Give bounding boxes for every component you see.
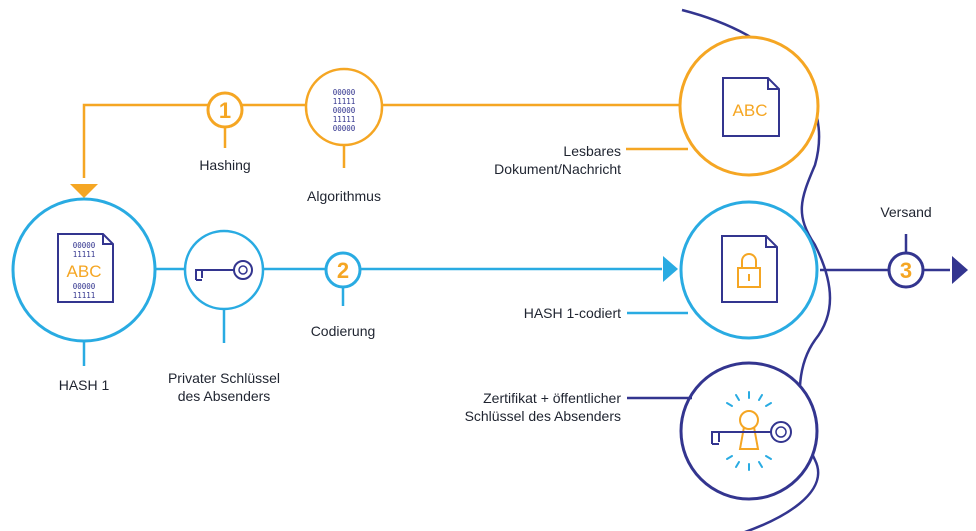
hash1-label: HASH 1 — [59, 377, 110, 393]
lesbares-label-line1: Lesbares — [563, 143, 621, 159]
svg-text:ABC: ABC — [733, 101, 768, 120]
svg-text:11111: 11111 — [333, 115, 356, 124]
step-1-badge: 1 — [206, 91, 244, 129]
svg-text:00000: 00000 — [333, 88, 356, 97]
binary-grid-icon: 00000 11111 00000 11111 00000 — [304, 67, 384, 147]
document-abc-icon: ABC — [678, 35, 820, 177]
key-with-keyhole-icon — [679, 361, 819, 501]
navy-arrow-head — [952, 256, 968, 284]
key-icon — [183, 229, 265, 311]
step-3-badge: 3 — [887, 251, 925, 289]
svg-text:ABC: ABC — [67, 262, 102, 281]
hash-document-icon: 00000 11111 ABC 00000 11111 — [11, 197, 157, 343]
zertifikat-label-line2: Schlüssel des Absenders — [465, 408, 621, 424]
step-1-number: 1 — [219, 98, 231, 123]
step-3-number: 3 — [900, 258, 912, 283]
svg-text:00000: 00000 — [73, 282, 96, 291]
hash1-codiert-label: HASH 1-codiert — [524, 305, 621, 321]
svg-text:00000: 00000 — [333, 124, 356, 133]
svg-text:11111: 11111 — [333, 97, 356, 106]
locked-document-icon — [679, 200, 819, 340]
algorithmus-label: Algorithmus — [307, 188, 381, 204]
versand-label: Versand — [880, 204, 931, 220]
svg-text:00000: 00000 — [73, 241, 96, 250]
hashing-label: Hashing — [199, 157, 250, 173]
orange-arrow-head — [70, 184, 98, 198]
privater-label-line2: des Absenders — [178, 388, 271, 404]
svg-text:00000: 00000 — [333, 106, 356, 115]
lesbares-label-line2: Dokument/Nachricht — [494, 161, 621, 177]
orange-connector-line — [82, 103, 680, 178]
step-2-number: 2 — [337, 258, 349, 283]
svg-text:11111: 11111 — [73, 250, 96, 259]
step-2-badge: 2 — [324, 251, 362, 289]
codierung-label: Codierung — [311, 323, 376, 339]
svg-text:11111: 11111 — [73, 291, 96, 300]
blue-arrow-head — [663, 256, 678, 282]
zertifikat-label-line1: Zertifikat + öffentlicher — [483, 390, 621, 406]
privater-label-line1: Privater Schlüssel — [168, 370, 280, 386]
